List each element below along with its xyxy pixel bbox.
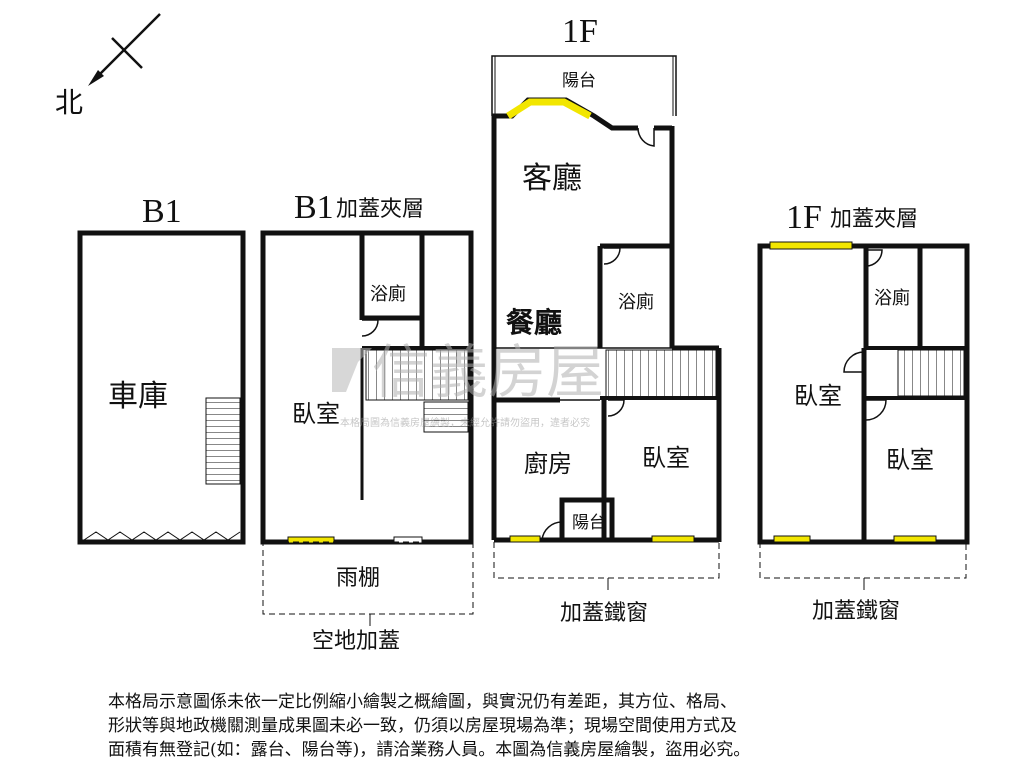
door-icon bbox=[843, 351, 865, 373]
window-icon bbox=[509, 535, 541, 543]
floor-b1: B1 車庫 bbox=[77, 193, 246, 545]
watermark-notice: 本格局圖為信義房屋繪製，未經允許請勿盜用，違者必究 bbox=[340, 416, 590, 429]
stairs-icon bbox=[205, 397, 241, 485]
floor-b1-mezzanine: B1 加蓋夾層 浴廁 臥室 雨棚 空地加蓋 bbox=[260, 189, 474, 654]
door-icon bbox=[541, 521, 563, 541]
iron-window-area bbox=[759, 542, 967, 579]
stairs-icon bbox=[365, 349, 469, 401]
window-icon bbox=[769, 241, 853, 250]
outside-1f-label: 加蓋鐵窗 bbox=[560, 601, 648, 626]
floor-plan: 北 B1 車庫 B1 加蓋夾層 浴廁 臥室 雨棚 空地加蓋 bbox=[55, 13, 970, 654]
room-1f-balcony-small: 陽台 bbox=[572, 513, 606, 533]
room-1f-balcony-top: 陽台 bbox=[562, 71, 596, 91]
floor-1f-mezzanine: 1F 加蓋夾層 浴廁 臥室 臥室 加蓋鐵窗 bbox=[757, 199, 970, 624]
window-icon bbox=[651, 535, 695, 543]
watermark: 信義房屋 本格局圖為信義房屋繪製，未經允許請勿盜用，違者必究 bbox=[332, 338, 604, 429]
stairs-icon bbox=[605, 349, 717, 399]
watermark-brand: 信義房屋 bbox=[372, 338, 604, 406]
outside-1fm-label: 加蓋鐵窗 bbox=[812, 599, 900, 624]
sliding-door-icon bbox=[393, 536, 423, 544]
stairs-icon bbox=[897, 349, 965, 397]
floor-title-1f-mezz: 1F bbox=[786, 199, 822, 236]
brand-logo-icon bbox=[332, 348, 372, 392]
door-icon bbox=[607, 399, 625, 417]
floor-subtitle-b1-mezz: 加蓋夾層 bbox=[336, 197, 424, 222]
stairs-icon bbox=[423, 401, 469, 433]
iron-window-area bbox=[493, 542, 720, 579]
window-icon bbox=[506, 98, 592, 120]
room-1fm-bedroom-right: 臥室 bbox=[886, 446, 934, 474]
floor-title-1f: 1F bbox=[562, 13, 598, 50]
disclaimer-line: 本格局示意圖係未依一定比例縮小繪製之概繪圖，與實況仍有差距，其方位、格局、 bbox=[108, 692, 737, 712]
room-1f-dining: 餐廳 bbox=[506, 306, 562, 339]
outside-b1-label: 空地加蓋 bbox=[312, 629, 400, 654]
door-icon bbox=[637, 127, 655, 147]
floor-1f: 1F 陽台 陽台 客廳 餐廳 浴廁 bbox=[491, 13, 722, 626]
door-icon bbox=[603, 247, 621, 265]
room-1f-kitchen: 廚房 bbox=[524, 450, 572, 478]
room-1f-living: 客廳 bbox=[522, 161, 582, 196]
rolling-door-icon bbox=[83, 531, 241, 541]
balcony-outline bbox=[491, 55, 677, 116]
canopy-label: 雨棚 bbox=[336, 566, 380, 591]
canopy-area bbox=[262, 541, 474, 615]
window-icon bbox=[893, 535, 937, 543]
disclaimer: 本格局示意圖係未依一定比例縮小繪製之概繪圖，與實況仍有差距，其方位、格局、 形狀… bbox=[108, 690, 968, 762]
room-1fm-bedroom-left: 臥室 bbox=[794, 382, 842, 410]
door-icon bbox=[361, 319, 379, 337]
room-b1-bedroom: 臥室 bbox=[292, 400, 340, 428]
floor-subtitle-1f-mezz: 加蓋夾層 bbox=[830, 207, 918, 232]
window-icon bbox=[287, 536, 335, 544]
floor-title-b1: B1 bbox=[142, 193, 182, 230]
disclaimer-line: 面積有無登記(如：露台、陽台等)，請洽業務人員。本圖為信義房屋繪製，盜用必究。 bbox=[108, 740, 751, 760]
north-label: 北 bbox=[55, 86, 83, 119]
room-b1-bath: 浴廁 bbox=[370, 283, 406, 305]
room-1fm-bath: 浴廁 bbox=[874, 287, 910, 309]
north-compass: 北 bbox=[55, 13, 161, 119]
window-icon bbox=[773, 535, 811, 543]
garage-outline bbox=[77, 230, 246, 545]
room-1f-bedroom: 臥室 bbox=[642, 444, 690, 472]
room-garage: 車庫 bbox=[108, 379, 168, 414]
disclaimer-line: 形狀等與地政機關測量成果圖未必一致，仍須以房屋現場為準；現場空間使用方式及 bbox=[108, 716, 737, 736]
room-1f-bath: 浴廁 bbox=[618, 291, 654, 313]
floor-title-b1-mezz: B1 bbox=[294, 189, 334, 226]
door-icon bbox=[865, 249, 883, 267]
door-icon bbox=[865, 399, 887, 421]
